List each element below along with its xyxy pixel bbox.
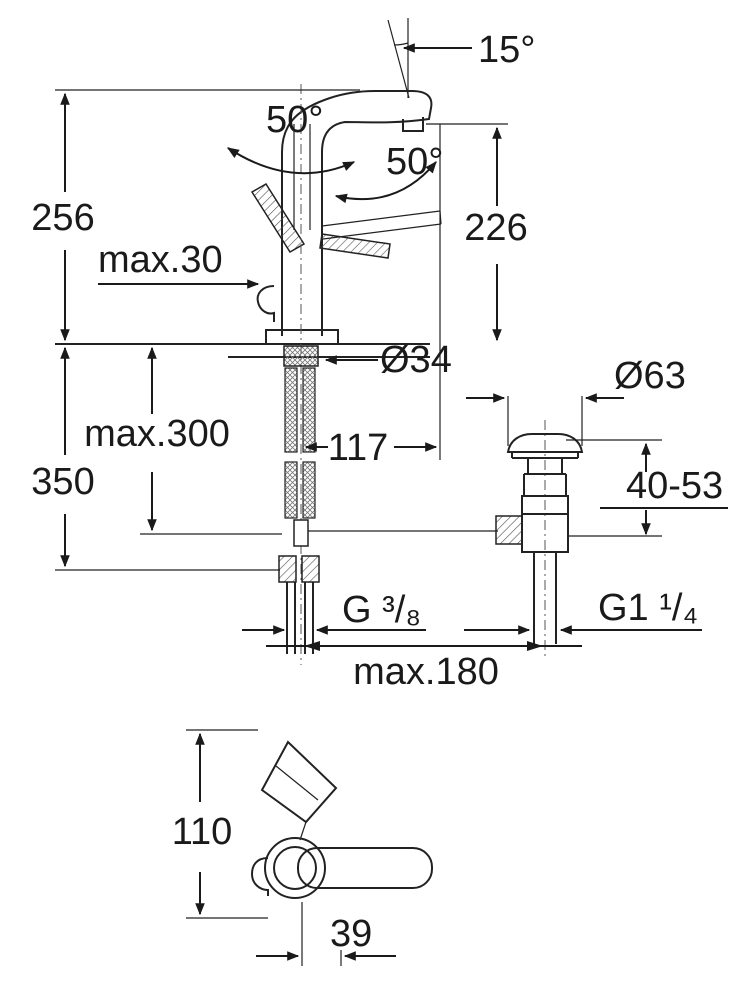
faucet-top-view: [250, 740, 433, 899]
drain-rod-knob: [495, 515, 523, 545]
popup-rod-connector: [293, 519, 309, 547]
dimensions: 15° 50° 50° 256 226 max.30 Ø34 Ø63: [31, 29, 728, 966]
supply-hose-right: [302, 367, 316, 453]
dim-handle-angle-right-label: 50°: [386, 141, 443, 183]
top-view-body: [264, 837, 326, 899]
dim-span-label: max.180: [353, 651, 499, 693]
dim-outlet-reach-label: 117: [328, 427, 389, 469]
dim-hole-diameter-label: Ø34: [380, 339, 452, 381]
handle-lever-up: [250, 182, 306, 254]
dim-top-reach-label: 110: [172, 811, 233, 853]
top-view-handle: [297, 847, 433, 889]
thread-waste-label: G1 ¹/₄: [598, 587, 698, 629]
dim-hose-length-label: max.300: [84, 413, 230, 455]
supply-hose-left: [284, 367, 298, 453]
dim-handle-angle-left-label: 50°: [266, 99, 323, 141]
dim-total-depth-label: 350: [31, 461, 94, 503]
hose-nut-right: [301, 555, 320, 583]
drain-assembly: [495, 420, 584, 658]
dim-deck-thickness-label: max.30: [98, 239, 223, 281]
dim-handle-offset-label: 39: [330, 913, 372, 955]
dim-body-height-label: 256: [31, 197, 94, 239]
dim-spout-angle-label: 15°: [478, 29, 535, 71]
hose-nut-left: [278, 555, 297, 583]
top-view-hook: [250, 857, 269, 896]
dim-outlet-height-label: 226: [464, 207, 527, 249]
threaded-shank: [283, 345, 319, 367]
dim-drain-diameter-label: Ø63: [614, 355, 686, 397]
thread-supply-label: G ³/₈: [342, 589, 421, 631]
mounting-hook: [256, 285, 275, 322]
dim-clamp-range-label: 40-53: [626, 465, 723, 507]
top-view-spout: [260, 740, 338, 824]
handle-lever-side: [319, 233, 391, 259]
drain-tailpipe: [533, 552, 557, 644]
faucet-under-counter: [278, 345, 498, 654]
